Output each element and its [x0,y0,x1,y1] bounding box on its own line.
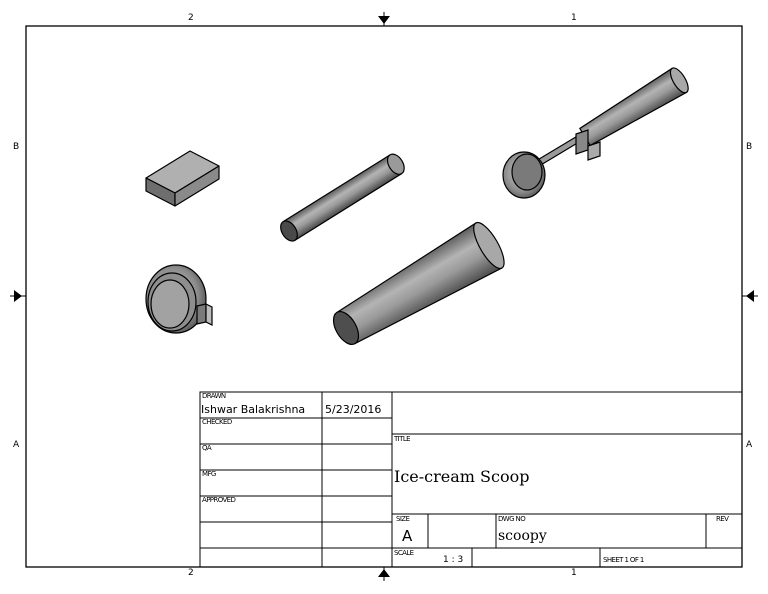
drawing-title: Ice-cream Scoop [394,467,530,486]
rev-label: REV [716,515,729,523]
zone-label-top-left: 2 [188,13,194,23]
checked-label: CHECKED [202,418,232,426]
mfg-label: MFG [202,470,216,478]
zone-label-right-upper: B [746,142,753,152]
zone-label-left-lower: A [13,440,20,450]
drawn-label: DRAWN [202,392,226,400]
title-label: TITLE [394,435,411,443]
zone-label-right-lower: A [746,440,753,450]
drawn-date-value: 5/23/2016 [325,403,382,416]
zone-label-top-right: 1 [571,13,577,23]
dwg-no-label: DWG NO [498,515,526,523]
size-value: A [402,527,413,545]
scale-label: SCALE [394,549,414,557]
centering-arrows [14,16,754,577]
sheet-value: SHEET 1 OF 1 [603,556,644,564]
title-block-grid [199,391,743,568]
size-label: SIZE [396,515,410,523]
drawn-by-value: Ishwar Balakrishna [201,403,306,416]
zone-label-bottom-left: 2 [188,568,194,578]
qa-label: QA [202,444,212,452]
scoop-assembly [502,67,689,199]
zone-label-bottom-right: 1 [571,568,577,578]
rod-part [280,153,405,242]
zone-label-left-upper: B [13,142,20,152]
scale-value: 1 : 3 [443,555,464,565]
dwg-no-value: scoopy [498,528,547,544]
handle-part [332,221,505,345]
scoop-bowl-part [145,264,213,334]
block-part [145,150,220,207]
approved-label: APPROVED [202,496,236,504]
